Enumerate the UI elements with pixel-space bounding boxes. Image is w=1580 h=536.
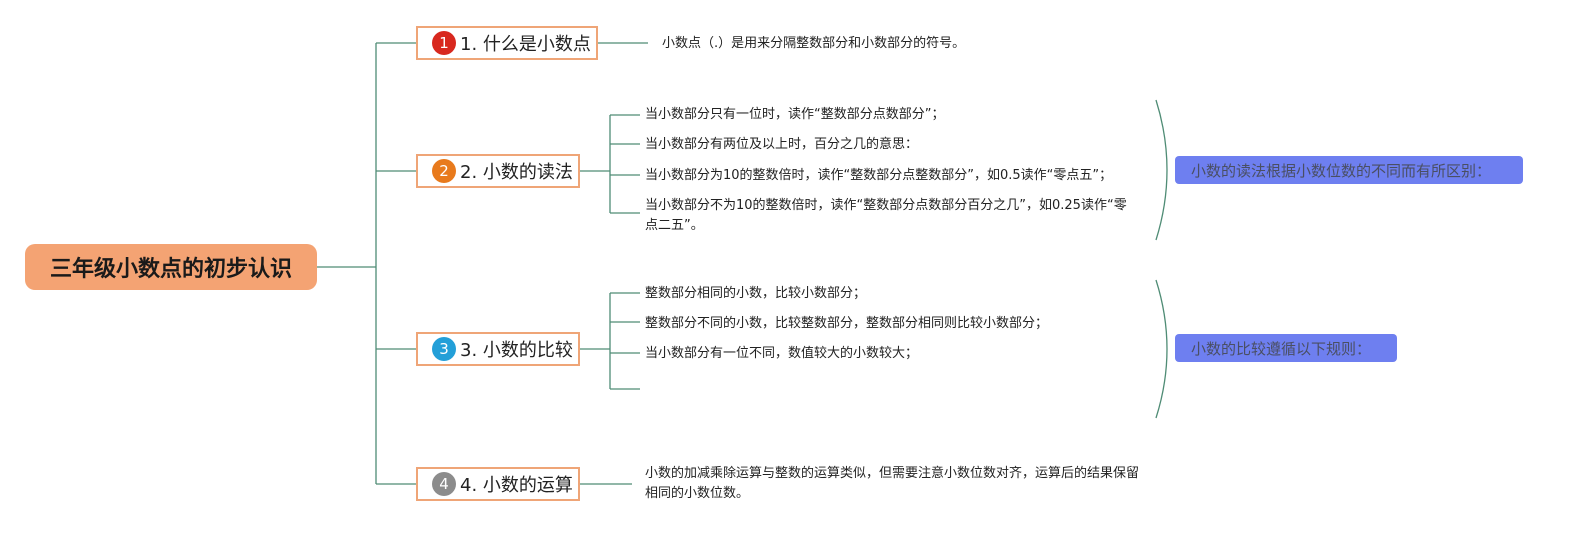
branch3-summary-brace xyxy=(1155,279,1168,419)
branch-label: 3. 小数的比较 xyxy=(460,340,573,361)
branch-reading-decimals[interactable]: 2 2. 小数的读法 xyxy=(416,154,580,188)
branch3-item-2: 整数部分不同的小数，比较整数部分，整数部分相同则比较小数部分； xyxy=(645,316,1049,331)
number-badge-2: 2 xyxy=(432,159,456,183)
branch-what-is-decimal-point[interactable]: 1 1. 什么是小数点 xyxy=(416,26,598,60)
number-badge-3: 3 xyxy=(432,337,456,361)
branch-label: 4. 小数的运算 xyxy=(460,475,573,496)
root-topic[interactable]: 三年级小数点的初步认识 xyxy=(25,244,317,290)
branch2-item-4: 当小数部分不为10的整数倍时，读作“整数部分点数部分百分之几”，如0.25读作“… xyxy=(645,198,1127,233)
branch-comparing-decimals[interactable]: 3 3. 小数的比较 xyxy=(416,332,580,366)
branch-label: 1. 什么是小数点 xyxy=(460,34,591,55)
branch-label: 2. 小数的读法 xyxy=(460,162,573,183)
number-badge-1: 1 xyxy=(432,31,456,55)
number-badge-4: 4 xyxy=(432,472,456,496)
branch3-summary-note[interactable]: 小数的比较遵循以下规则： xyxy=(1175,334,1397,362)
branch2-summary-brace xyxy=(1155,99,1168,241)
branch3-item-1: 整数部分相同的小数，比较小数部分； xyxy=(645,286,867,301)
branch-decimal-operations[interactable]: 4 4. 小数的运算 xyxy=(416,467,580,501)
branch1-item-1: 小数点（.）是用来分隔整数部分和小数部分的符号。 xyxy=(662,36,966,51)
branch4-item-1: 小数的加减乘除运算与整数的运算类似，但需要注意小数位数对齐，运算后的结果保留相同… xyxy=(645,466,1140,501)
branch3-item-3: 当小数部分有一位不同，数值较大的小数较大； xyxy=(645,346,919,361)
branch2-item-1: 当小数部分只有一位时，读作“整数部分点数部分”； xyxy=(645,107,945,122)
root-title: 三年级小数点的初步认识 xyxy=(49,257,292,282)
branch2-item-2: 当小数部分有两位及以上时，百分之几的意思： xyxy=(645,137,919,152)
branch2-summary-note[interactable]: 小数的读法根据小数位数的不同而有所区别： xyxy=(1175,156,1523,184)
branch2-item-3: 当小数部分为10的整数倍时，读作“整数部分点整数部分”，如0.5读作“零点五”； xyxy=(645,168,1113,183)
